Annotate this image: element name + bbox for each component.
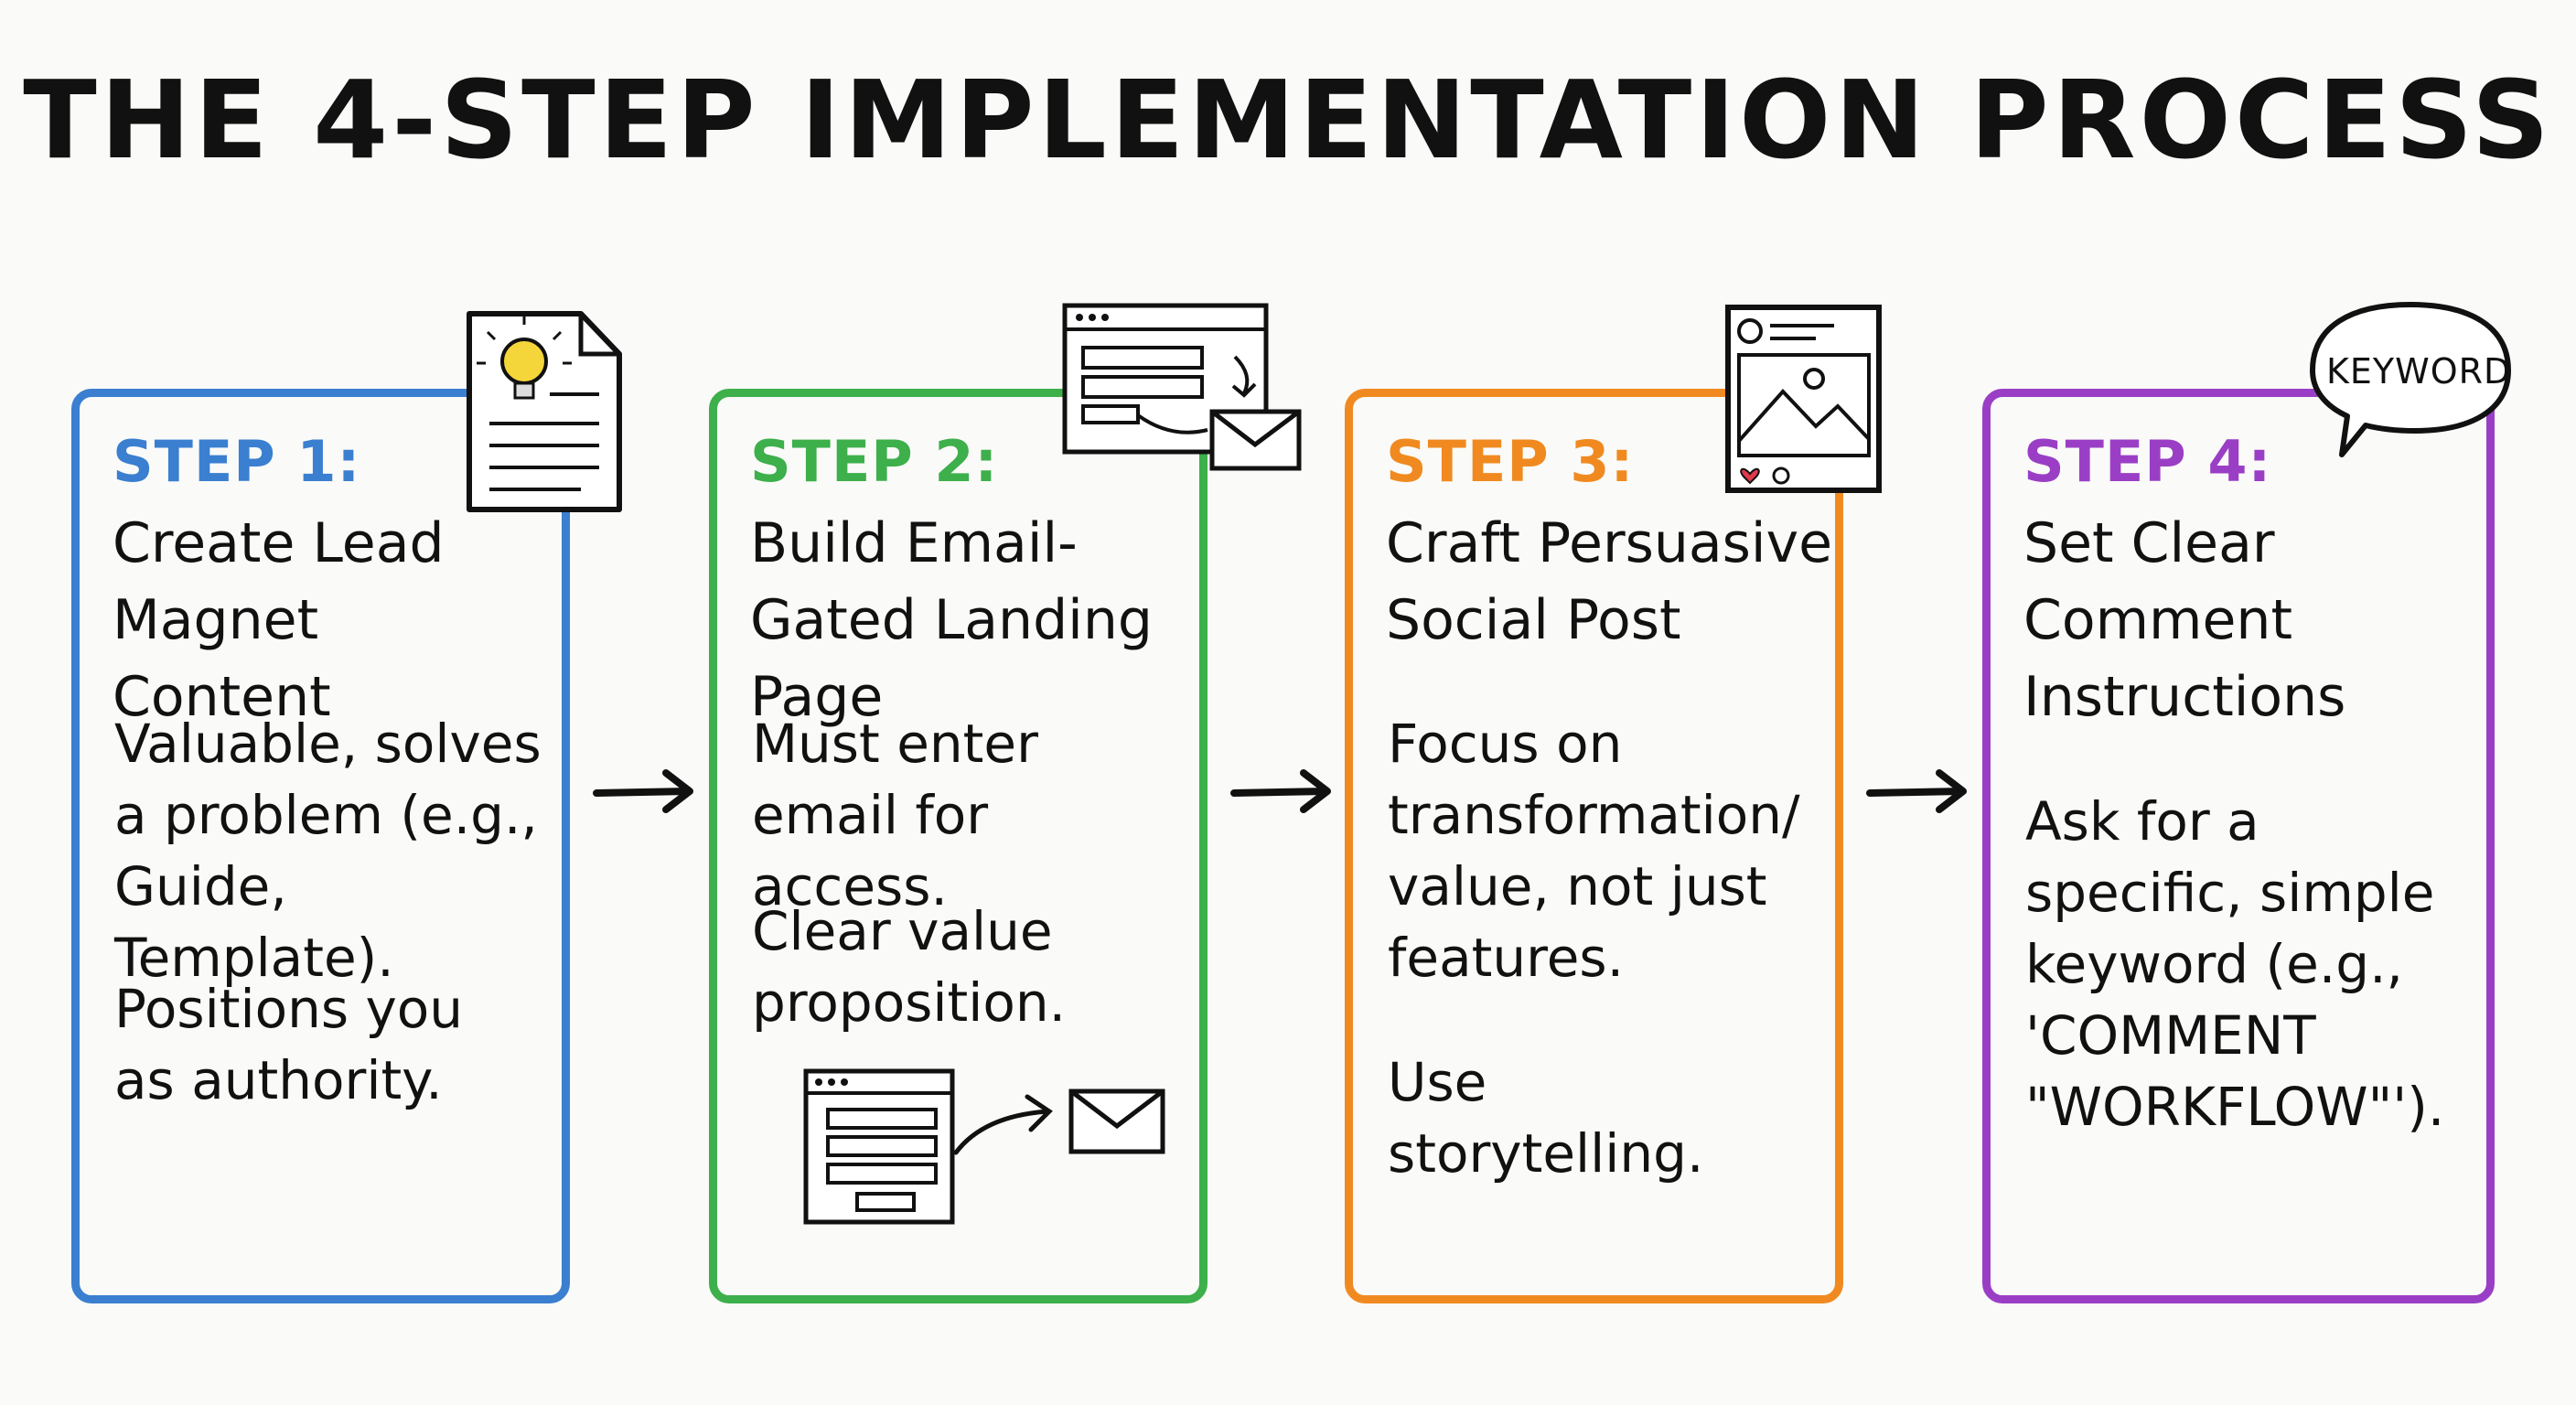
step-3-label: STEP 3: bbox=[1386, 428, 1635, 495]
step-4-desc-1: Ask for a specific, simple keyword (e.g.… bbox=[2025, 790, 2445, 1138]
step-3-desc-2: Use storytelling. bbox=[1388, 1051, 1704, 1185]
step-1-desc-1: Valuable, solves a problem (e.g., Guide,… bbox=[114, 713, 542, 989]
form-to-email-icon bbox=[800, 1066, 1166, 1230]
step-2-desc-2: Clear value proposition. bbox=[752, 900, 1067, 1034]
step-2-heading: Build Email-Gated Landing Page bbox=[750, 511, 1153, 729]
speech-bubble-icon bbox=[2305, 297, 2516, 462]
browser-form-icon bbox=[1061, 302, 1308, 480]
step-4-heading: Set Clear Comment Instructions bbox=[2023, 511, 2346, 729]
step-2-label: STEP 2: bbox=[750, 428, 999, 495]
document-lightbulb-icon bbox=[462, 306, 627, 517]
arrow-3-icon bbox=[1866, 764, 1971, 819]
keyword-bubble-text: KEYWORD bbox=[2326, 351, 2512, 391]
step-2-card: STEP 2: Build Email-Gated Landing Page M… bbox=[709, 389, 1208, 1303]
arrow-2-icon bbox=[1230, 764, 1336, 819]
step-1-card: STEP 1: Create Lead Magnet Content Valua… bbox=[71, 389, 570, 1303]
step-4-label: STEP 4: bbox=[2023, 428, 2272, 495]
social-post-icon bbox=[1724, 304, 1884, 496]
page-title: THE 4-STEP IMPLEMENTATION PROCESS bbox=[23, 57, 2553, 183]
arrow-1-icon bbox=[593, 764, 698, 819]
step-3-card: STEP 3: Craft Persuasive Social Post Foc… bbox=[1345, 389, 1843, 1303]
step-1-label: STEP 1: bbox=[113, 428, 361, 495]
step-3-desc-1: Focus on transformation/ value, not just… bbox=[1388, 713, 1800, 989]
step-3-heading: Craft Persuasive Social Post bbox=[1386, 511, 1833, 652]
step-1-desc-2: Positions you as authority. bbox=[114, 978, 464, 1111]
step-2-desc-1: Must enter email for access. bbox=[752, 713, 1038, 917]
step-4-card: STEP 4: Set Clear Comment Instructions A… bbox=[1982, 389, 2495, 1303]
step-1-heading: Create Lead Magnet Content bbox=[113, 511, 445, 729]
